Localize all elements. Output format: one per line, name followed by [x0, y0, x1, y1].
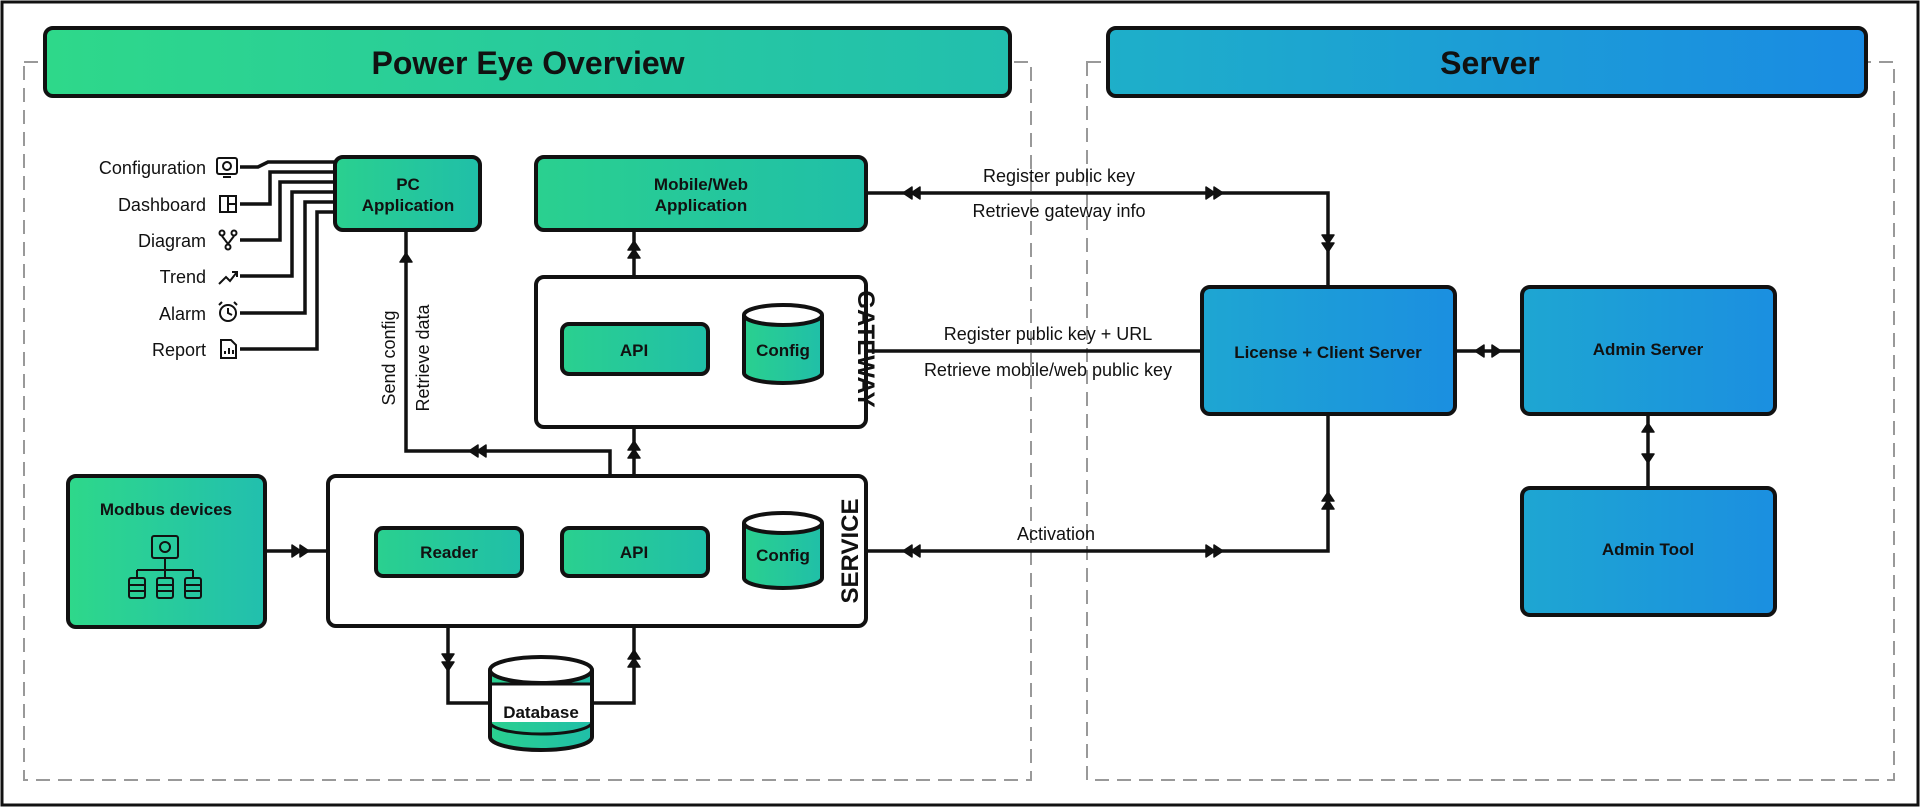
edge-dashboard-pc [240, 170, 335, 206]
admin-server-node: Admin Server [1520, 285, 1777, 416]
feature-label-configuration: Configuration [99, 158, 206, 178]
server-title: Server [1440, 45, 1540, 81]
label-send-config: Send config [379, 310, 399, 405]
service-api-box [560, 526, 710, 578]
label-register-public-key: Register public key [983, 166, 1135, 186]
pc-application-node: PC Application [333, 155, 482, 232]
server-header: Server [1106, 26, 1868, 98]
feature-label-report: Report [152, 340, 206, 360]
gateway-config-cylinder [742, 303, 824, 385]
feature-label-trend: Trend [160, 267, 206, 287]
edge-report-pc [240, 210, 335, 351]
pc-app-line1: PC [396, 175, 420, 194]
label-register-public-key-url: Register public key + URL [944, 324, 1153, 344]
trend-icon [218, 271, 238, 285]
modbus-label: Modbus devices [100, 500, 232, 519]
gateway-label: GATEWAY [852, 290, 879, 407]
arrowhead [627, 649, 641, 668]
connectors [240, 160, 1650, 705]
network-devices-icon [128, 535, 202, 599]
reader-label: Reader [420, 543, 478, 562]
edge-mobile-license [866, 191, 1330, 287]
label-activation: Activation [1017, 524, 1095, 544]
diagram-icon [218, 229, 238, 251]
mobile-web-application-node: Mobile/Web Application [534, 155, 868, 232]
arrowhead [1205, 186, 1224, 200]
pc-feature-list: Configuration Dashboard Diagram Trend Al… [99, 157, 238, 360]
arrowhead [627, 240, 641, 259]
label-retrieve-gateway-info: Retrieve gateway info [972, 201, 1145, 221]
admin-tool-node: Admin Tool [1520, 486, 1777, 617]
overview-header: Power Eye Overview [43, 26, 1012, 98]
arrowhead [291, 544, 310, 558]
edge-service-license [866, 414, 1330, 553]
database-label: Database [503, 703, 579, 722]
edge-configuration-pc [240, 160, 335, 169]
label-retrieve-data: Retrieve data [413, 303, 433, 411]
service-api-label: API [620, 543, 648, 562]
arrowhead [1641, 422, 1655, 464]
pc-app-line2: Application [362, 196, 455, 215]
service-label: SERVICE [837, 499, 864, 604]
mobile-app-line2: Application [655, 196, 748, 215]
report-icon [220, 339, 237, 359]
service-container: SERVICE Reader API Config [326, 474, 868, 628]
arrowhead [902, 544, 921, 558]
configuration-icon [216, 157, 238, 178]
license-client-server-node: License + Client Server [1200, 285, 1457, 416]
arrowhead [627, 440, 641, 459]
dashboard-icon [219, 195, 237, 213]
feature-label-dashboard: Dashboard [118, 195, 206, 215]
arrowhead [1205, 544, 1224, 558]
admin-tool-label: Admin Tool [1602, 540, 1694, 559]
overview-title: Power Eye Overview [371, 45, 684, 81]
license-server-label: License + Client Server [1234, 343, 1422, 362]
gateway-container: GATEWAY API Config [534, 275, 879, 429]
modbus-devices-node: Modbus devices [66, 474, 267, 629]
service-config-cylinder [742, 511, 824, 590]
admin-server-label: Admin Server [1593, 340, 1704, 359]
arrowhead [1321, 234, 1335, 253]
server-section-border [1086, 61, 1895, 781]
mobile-app-line1: Mobile/Web [654, 175, 748, 194]
service-config-label: Config [756, 546, 810, 565]
gateway-config-label: Config [756, 341, 810, 360]
edge-diagram-pc [240, 180, 335, 242]
overview-section-border [23, 61, 1032, 781]
label-retrieve-mobile-key: Retrieve mobile/web public key [924, 360, 1172, 380]
arrowhead [1474, 344, 1502, 358]
arrowhead [902, 186, 921, 200]
gateway-api-label: API [620, 341, 648, 360]
arrowhead [1321, 491, 1335, 510]
edge-trend-pc [240, 190, 335, 278]
edge-alarm-pc [240, 200, 335, 315]
arrowhead [399, 252, 413, 263]
arrowhead [441, 653, 455, 672]
feature-label-alarm: Alarm [159, 304, 206, 324]
database-node: Database [488, 655, 594, 752]
alarm-icon [218, 301, 238, 322]
reader-box [374, 526, 524, 578]
feature-label-diagram: Diagram [138, 231, 206, 251]
edge-labels: Send config Retrieve data Register publi… [379, 166, 1172, 544]
arrowhead [468, 444, 487, 458]
gateway-api-box [560, 322, 710, 376]
